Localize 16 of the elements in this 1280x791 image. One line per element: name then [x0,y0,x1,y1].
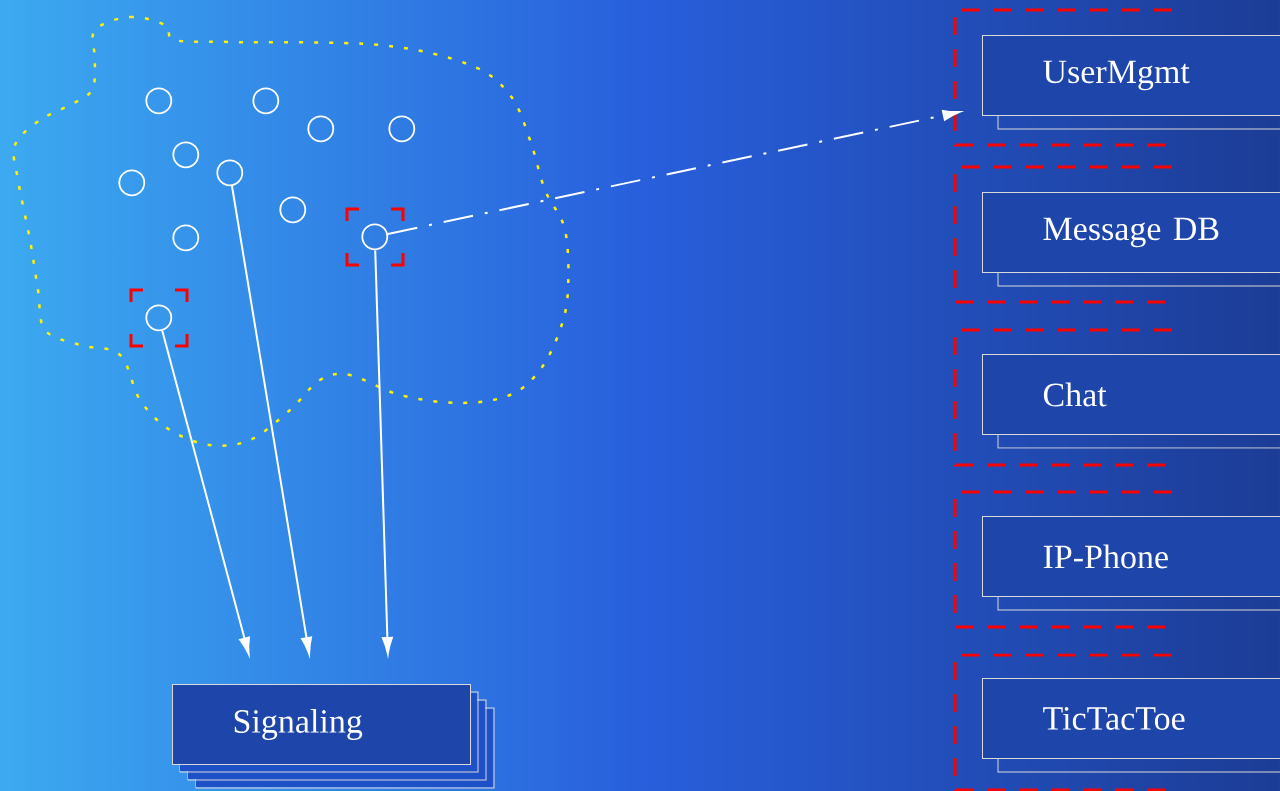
node-circle [118,169,146,197]
stacked-box: UserMgmt [982,35,1280,130]
node-circle [361,223,389,251]
node-circle [252,87,280,115]
node-circle [216,159,244,187]
node-circle [145,304,173,332]
stacked-box: Signaling [172,684,495,789]
stacked-box: Chat [982,354,1280,449]
cloud-outline [12,15,570,447]
node-circle [307,115,335,143]
node-circle [145,87,173,115]
node-circle [172,224,200,252]
stacked-box: IP-Phone [982,516,1280,611]
stacked-box: TicTacToe [982,678,1280,773]
stacked-box: Message DB [982,192,1280,287]
node-circle [172,141,200,169]
